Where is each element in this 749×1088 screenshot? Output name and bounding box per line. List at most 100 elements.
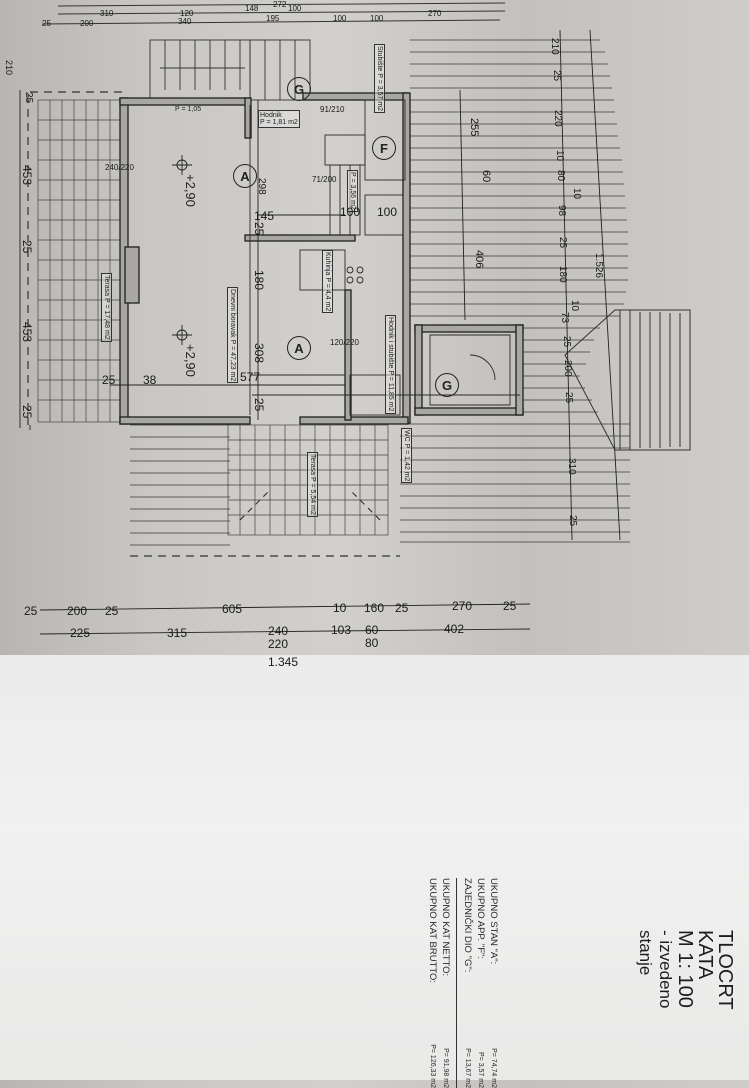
room-tag-wc: WC P = 1,42 m2 [401, 428, 412, 484]
dim-top-row4-200: 200 [80, 19, 94, 28]
area-row-netto: UKUPNO KAT NETTO: P= 91,98 m2 [439, 878, 452, 1088]
area-label: UKUPNO APP. "F": [475, 878, 486, 960]
dim-bottom-605: 605 [222, 602, 243, 616]
area-value: P= 74,74 m2 [490, 1048, 497, 1088]
dim-right-25b: 25 [557, 237, 568, 249]
dim-top-row3-195: 195 [266, 14, 280, 23]
dim-right-25c: 25 [561, 336, 572, 348]
dim-top-row4-25: 25 [42, 19, 51, 28]
room-name: Terasa [103, 275, 110, 297]
level-marker-2: +2,90 [183, 344, 198, 377]
unit-marker-label: F [380, 140, 388, 156]
dim-inner-60: 60 [480, 170, 492, 183]
room-name: Kuhinja [324, 252, 331, 276]
area-value: P= 13,67 m2 [464, 1048, 471, 1088]
room-area: P = 17,48 m2 [103, 297, 110, 340]
area-label: UKUPNO KAT NETTO: [440, 878, 451, 977]
area-value: P= 91,98 m2 [442, 1048, 449, 1088]
dim-bottom-25d: 25 [503, 599, 517, 613]
area-label: UKUPNO STAN "A": [488, 878, 499, 965]
dim-left-25a: 25 [23, 92, 34, 104]
dim-left-453b: 453 [20, 322, 34, 343]
area-row-app-f: UKUPNO APP. "F": P= 3,57 m2 [474, 878, 487, 1088]
room-name: Dnevni boravak [229, 289, 236, 338]
dim-right-98: 98 [556, 205, 567, 217]
dim-bottom-270: 270 [452, 599, 473, 613]
title-block: TLOCRT KATA M 1: 100 - izvedeno stanje [635, 930, 736, 1010]
area-value: P= 3,57 m2 [477, 1052, 484, 1088]
dim-inner-145: 145 [254, 209, 275, 223]
dim-right-25e: 25 [567, 515, 578, 527]
dim-right-180: 180 [557, 266, 568, 283]
dim-right-210: 210 [549, 38, 560, 55]
dim-top-row3-100: 100 [333, 14, 347, 23]
dim-bottom-25c: 25 [395, 601, 409, 615]
room-tag-hodnik: Hodnik P = 1,81 m2 [258, 110, 300, 128]
dim-right-25a: 25 [551, 70, 562, 82]
unit-marker-a-bottom: A [287, 336, 311, 360]
room-tag-stubiste: Stubište P = 3,57 m2 [374, 44, 385, 114]
dim-top-row4-340: 340 [178, 17, 192, 26]
room-area: P = 47,23 m2 [229, 339, 236, 382]
dim-inner-25b: 25 [252, 398, 266, 412]
dim-left-453a: 453 [20, 165, 34, 186]
dim-bottom-200: 200 [67, 604, 88, 618]
area-label: ZAJEDNIČKI DIO "G": [462, 878, 473, 973]
unit-marker-f: F [372, 136, 396, 160]
dim-right-310: 310 [566, 458, 577, 475]
dim-top-row2-100: 100 [288, 4, 302, 13]
dim-right-220: 220 [552, 110, 563, 127]
dim-inner-308: 308 [252, 343, 266, 364]
dim-door-91-210: 91/210 [320, 105, 345, 114]
sheet-lower-blank-area [0, 655, 749, 1080]
dim-bottom-220: 220 [268, 637, 289, 651]
level-marker-1: +2,90 [183, 174, 198, 207]
dim-inner-577: 577 [240, 370, 261, 384]
dim-inner-100a: 100 [340, 205, 361, 219]
dim-top-row3-270: 270 [428, 9, 442, 18]
room-area: P = 4,4 m2 [324, 277, 331, 312]
unit-marker-label: A [240, 168, 250, 184]
dim-inner-298: 298 [256, 178, 267, 195]
dim-top-row2-272: 272 [273, 0, 287, 9]
dim-right-10c: 10 [569, 300, 580, 312]
area-row-stan-a: UKUPNO STAN "A": P= 74,74 m2 [487, 878, 500, 1088]
dim-bottom-80: 80 [365, 636, 379, 650]
unit-marker-label: G [293, 81, 305, 97]
dim-bottom-315: 315 [167, 626, 188, 640]
area-divider [456, 878, 457, 1088]
dim-bottom-10: 10 [333, 601, 347, 615]
area-value: P= 126,33 m2 [429, 1044, 436, 1088]
floor-plan-linework [19, 2, 691, 635]
dim-bottom-total: 1.345 [268, 655, 299, 669]
dim-top-row3-310: 310 [100, 9, 114, 18]
room-area: P = 3,57 m2 [376, 73, 383, 112]
room-name: Hodnik i stubište [387, 317, 394, 369]
room-name: Hodnik [260, 112, 282, 119]
room-tag-terasa-left: Terasa P = 17,48 m2 [101, 273, 112, 342]
dim-inner-406: 406 [473, 250, 485, 269]
dim-inner-180: 180 [252, 270, 266, 291]
room-area: P = 11,85 m2 [387, 370, 394, 412]
dim-inner-25: 25 [252, 222, 266, 236]
area-label: UKUPNO KAT BRUTTO: [427, 878, 438, 984]
dim-inner-25c: 25 [102, 373, 116, 387]
dim-bottom-160: 160 [364, 601, 385, 615]
dim-bottom-240: 240 [268, 624, 289, 638]
room-name: Stubište [376, 46, 383, 72]
plan-scale: M 1: 100 [674, 930, 696, 1008]
dim-bottom-103: 103 [331, 623, 352, 637]
dim-right-10b: 10 [571, 188, 582, 200]
dim-window-240-220: 240/220 [105, 163, 134, 172]
dim-inner-100b: 100 [377, 205, 398, 219]
dim-top-row2-148: 148 [245, 4, 259, 13]
room-name: WC [403, 430, 410, 442]
unit-marker-a-top: A [233, 164, 257, 188]
dim-left-25b: 25 [20, 240, 34, 254]
room-tag-terasa-bottom: Terasa P = 5,54 m2 [307, 452, 318, 517]
area-summary-table: UKUPNO STAN "A": P= 74,74 m2 UKUPNO APP.… [426, 878, 500, 1088]
floor-plan-drawing: G F A A G +2,90 +2,90 P = 1,05 Hodnik P … [4, 0, 691, 669]
room-area: P = 1,42 m2 [403, 443, 410, 482]
unit-marker-label: G [441, 377, 453, 393]
plan-title: TLOCRT KATA [694, 930, 736, 1010]
